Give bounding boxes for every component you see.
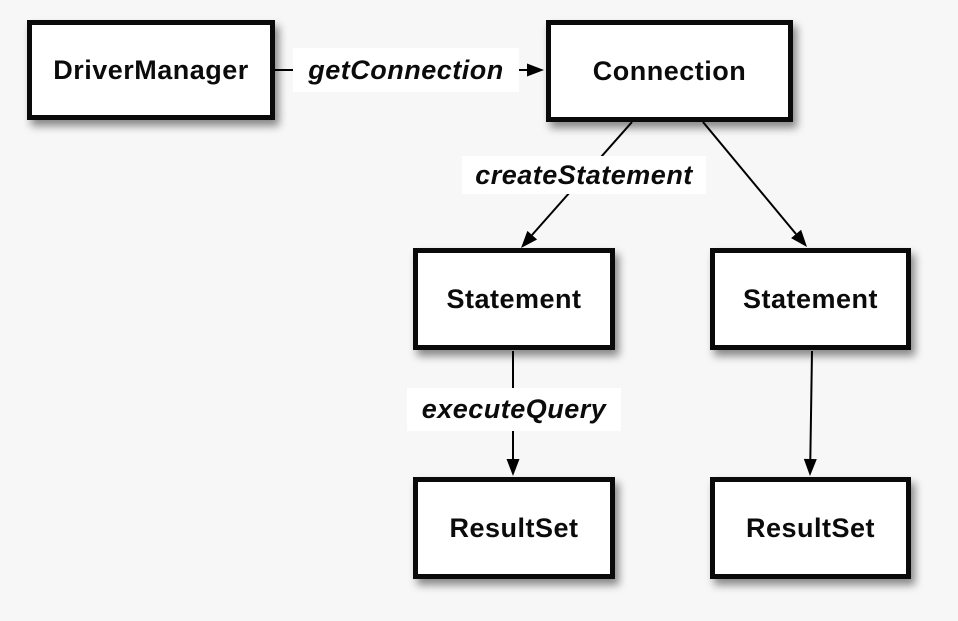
arrowhead-right-icon [527,63,544,77]
node-connection: Connection [546,20,793,122]
edge-label-createstatement: createStatement [462,156,706,194]
edge-label-getconnection: getConnection [293,48,519,92]
arrowhead-down-icon [506,459,520,476]
edge-connection-to-statement-right-line [702,121,797,235]
arrowhead-downright-icon [791,229,807,247]
node-resultset-left: ResultSet [413,477,615,579]
arrowhead-down2-icon [803,458,817,476]
edge-label-executequery: executeQuery [407,388,621,431]
arrowhead-downleft-icon [521,230,538,248]
node-resultset-right: ResultSet [710,477,911,579]
edge-statement-right-to-resultset-right [803,350,817,476]
node-statement-left: Statement [413,248,615,350]
edge-statement-right-to-resultset-right-line [809,350,813,461]
node-drivermanager: DriverManager [27,20,275,120]
node-statement-right: Statement [710,248,911,350]
edge-connection-to-statement-right [702,121,807,247]
